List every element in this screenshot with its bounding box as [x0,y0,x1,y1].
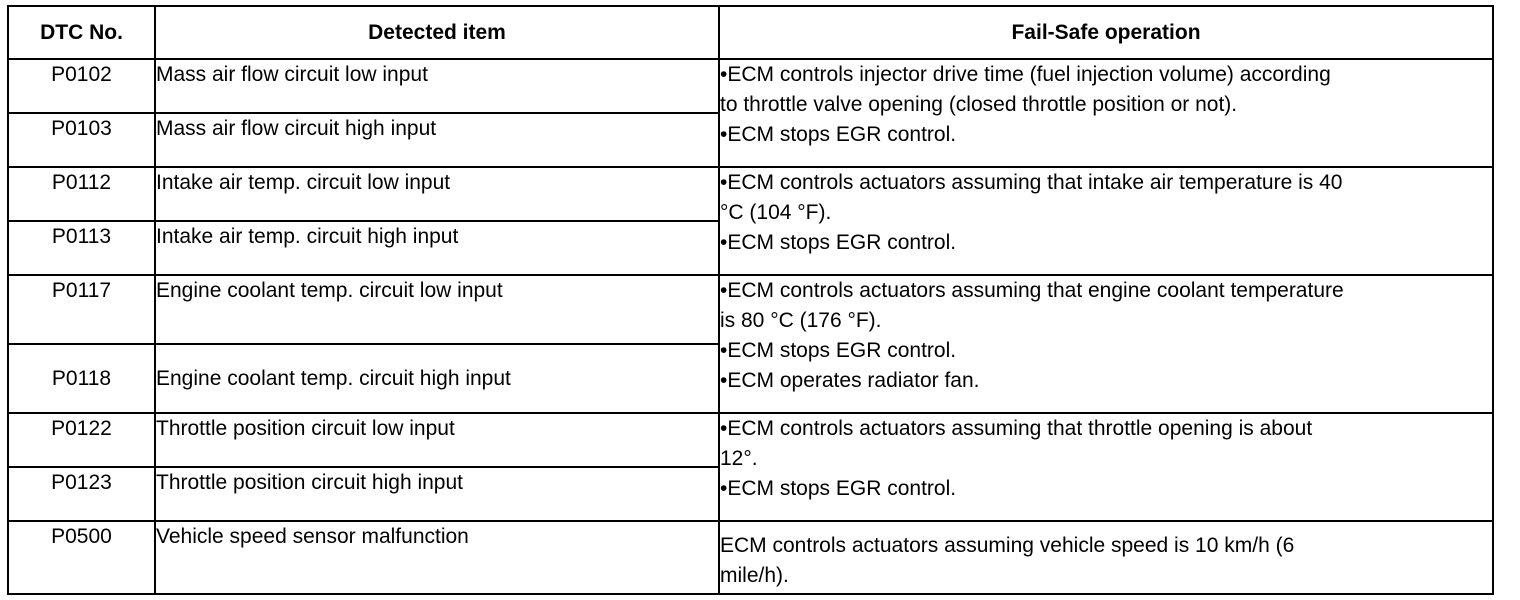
dtc-code: P0113 [7,220,156,276]
table-row: P0117 Engine coolant temp. circuit low i… [7,274,1494,414]
dtc-code: P0102 [7,58,156,114]
detected-item: Engine coolant temp. circuit high input [154,343,720,414]
operation-line: •ECM stops EGR control. [720,339,957,362]
dtc-code: P0103 [7,112,156,168]
detected-item: Vehicle speed sensor malfunction [154,520,720,595]
table-row: P0123 Throttle position circuit high inp… [7,466,1493,522]
table-row: P0118 Engine coolant temp. circuit high … [7,343,1493,414]
header-row: DTC No. Detected item Fail-Safe operatio… [7,5,1494,60]
operation-line: 12°. [720,447,758,470]
operation-line: mile/h). [720,564,789,587]
fail-safe-table: DTC No. Detected item Fail-Safe operatio… [7,5,1494,595]
detected-item: Intake air temp. circuit high input [154,220,720,276]
operation-line: •ECM controls actuators assuming that en… [720,279,1344,302]
fail-safe-operation: •ECM controls actuators assuming that in… [718,166,1494,276]
operation-line: •ECM controls actuators assuming that th… [720,417,1313,440]
detected-item: Mass air flow circuit high input [154,112,720,168]
operation-line: •ECM stops EGR control. [720,231,957,254]
operation-line: •ECM stops EGR control. [720,477,957,500]
table-row: P0112 Intake air temp. circuit low input… [7,166,1494,276]
table-row: P0103 Mass air flow circuit high input [7,112,1493,168]
operation-line: •ECM operates radiator fan. [720,369,980,392]
operation-line: °C (104 °F). [720,201,832,224]
table-row: P0122 Throttle position circuit low inpu… [7,412,1494,522]
dtc-code: P0112 [7,166,156,222]
operation-line: •ECM controls injector drive time (fuel … [720,63,1331,86]
fail-safe-operation: ECM controls actuators assuming vehicle … [718,520,1494,595]
header-dtc-no: DTC No. [7,5,156,60]
operation-line: ECM controls actuators assuming vehicle … [720,534,1295,557]
operation-line: to throttle valve opening (closed thrott… [720,93,1238,116]
header-fail-safe-operation: Fail-Safe operation [718,5,1494,60]
fail-safe-operation: •ECM controls actuators assuming that th… [718,412,1494,522]
fail-safe-operation: •ECM controls injector drive time (fuel … [718,58,1494,168]
operation-line: •ECM stops EGR control. [720,123,957,146]
dtc-code: P0117 [7,274,156,345]
dtc-code: P0122 [7,412,156,468]
detected-item: Throttle position circuit low input [154,412,720,468]
fail-safe-operation: •ECM controls actuators assuming that en… [718,274,1494,414]
table-row: P0500 Vehicle speed sensor malfunction E… [7,520,1494,595]
dtc-code: P0123 [7,466,156,522]
detected-item: Throttle position circuit high input [154,466,720,522]
dtc-code: P0500 [7,520,156,595]
detected-item: Engine coolant temp. circuit low input [154,274,720,345]
table-row: P0113 Intake air temp. circuit high inpu… [7,220,1493,276]
detected-item: Intake air temp. circuit low input [154,166,720,222]
dtc-code: P0118 [7,343,156,414]
table-row: P0102 Mass air flow circuit low input •E… [7,58,1494,168]
operation-line: •ECM controls actuators assuming that in… [720,171,1343,194]
header-detected-item: Detected item [154,5,720,60]
operation-line: is 80 °C (176 °F). [720,309,882,332]
detected-item: Mass air flow circuit low input [154,58,720,114]
